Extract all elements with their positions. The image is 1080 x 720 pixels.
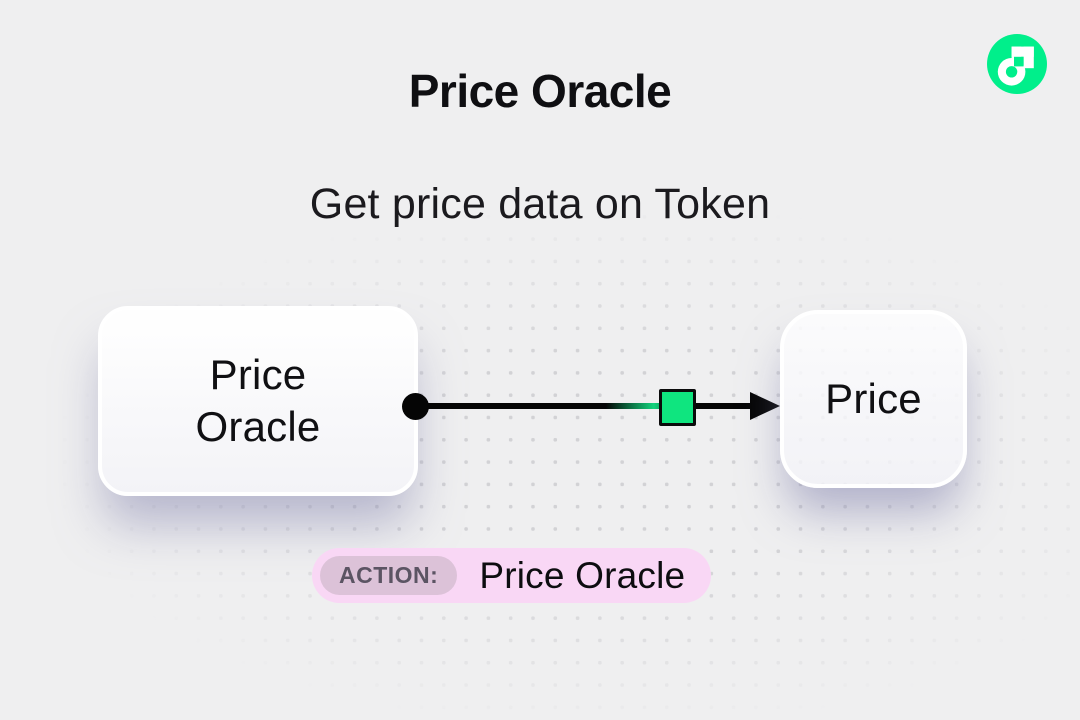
node-price-oracle: Price Oracle: [98, 306, 418, 496]
node-price-label: Price: [825, 375, 922, 422]
action-badge-value: Price Oracle: [479, 554, 686, 596]
connector-arrowhead-icon: [750, 392, 780, 420]
flow-logo-icon: [987, 34, 1047, 94]
connector-token-square-icon: [659, 389, 696, 426]
action-badge: ACTION: Price Oracle: [312, 548, 712, 603]
node-price-oracle-label: Price Oracle: [195, 351, 321, 450]
page-title: Price Oracle: [408, 65, 672, 117]
page-subtitle: Get price data on Token: [309, 180, 771, 228]
node-price: Price: [780, 310, 967, 488]
connector-line: [415, 403, 756, 409]
action-badge-label: ACTION:: [320, 556, 458, 595]
